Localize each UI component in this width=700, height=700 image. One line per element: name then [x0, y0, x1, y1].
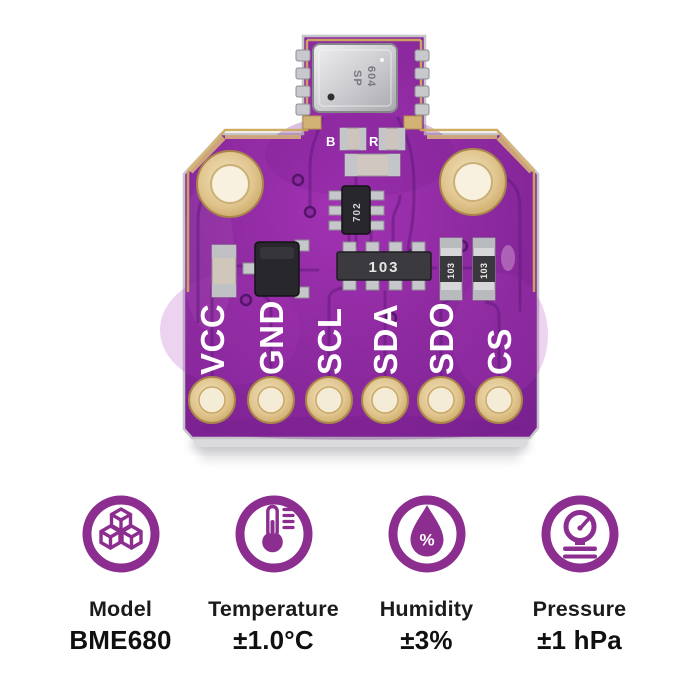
resistor-network-marking: 103 — [368, 259, 399, 276]
svg-text:%: % — [419, 531, 434, 550]
ic-marking: 702 — [352, 202, 363, 222]
spec-label: Humidity — [379, 597, 474, 621]
sensor-marking: 604 — [365, 66, 377, 87]
pin-label-sdo: SDO — [423, 302, 460, 375]
humidity-drop-icon: % — [385, 492, 469, 576]
spec-label: Pressure — [532, 597, 627, 621]
cubes-icon — [79, 492, 163, 576]
mounting-hole-right — [439, 148, 507, 216]
pressure-gauge-icon — [538, 492, 622, 576]
pin-labels: VCC GND SCL SDA SDO CS — [194, 300, 518, 375]
sensor-pads — [295, 49, 430, 116]
spec-value: ±3% — [400, 625, 453, 655]
pin-label-sda: SDA — [367, 304, 404, 375]
pcb-board: 604 SP B R — [160, 34, 548, 460]
sot23-transistor — [242, 239, 310, 299]
sensor-marking-2: SP — [351, 70, 363, 87]
left-capacitor — [211, 244, 237, 298]
bme680-sensor: 604 SP — [295, 43, 430, 130]
pin-holes — [188, 376, 523, 424]
chip-resistor-2-marking: 103 — [479, 262, 489, 279]
pin-label-vcc: VCC — [194, 304, 231, 375]
spec-row: Model BME680 Temperature ±1.0°C — [44, 492, 656, 656]
spec-humidity: % Humidity ±3% — [350, 492, 503, 656]
board-side-edge — [192, 438, 530, 447]
pin-label-gnd: GND — [253, 300, 290, 375]
gold-edge-plating — [186, 38, 536, 292]
spec-label: Model — [88, 597, 153, 621]
sensor-metal-lid — [312, 43, 398, 113]
pin-label-scl: SCL — [311, 308, 348, 376]
silk-label-b: B — [326, 134, 335, 149]
resistor-network: 103 — [336, 241, 432, 291]
pin-label-cs: CS — [481, 328, 518, 375]
thermometer-icon — [232, 492, 316, 576]
board-photo: 604 SP B R — [160, 34, 548, 460]
spec-pressure: Pressure ±1 hPa — [503, 492, 656, 656]
spec-label: Temperature — [208, 597, 339, 621]
silk-label-r: R — [369, 134, 379, 149]
spec-value: BME680 — [69, 625, 172, 655]
sensor-vent-hole — [327, 93, 335, 101]
spec-temperature: Temperature ±1.0°C — [197, 492, 350, 656]
decoupling-capacitors: B R — [326, 127, 406, 177]
spec-value: ±1.0°C — [233, 625, 314, 655]
chip-resistor-1-marking: 103 — [446, 262, 456, 279]
sot23-6-ic: 702 — [328, 185, 385, 235]
spec-model: Model BME680 — [44, 492, 197, 656]
chip-resistor-1: 103 — [439, 237, 463, 301]
mounting-hole-left — [196, 150, 264, 218]
chip-resistor-2: 103 — [472, 237, 496, 301]
spec-value: ±1 hPa — [537, 625, 622, 655]
